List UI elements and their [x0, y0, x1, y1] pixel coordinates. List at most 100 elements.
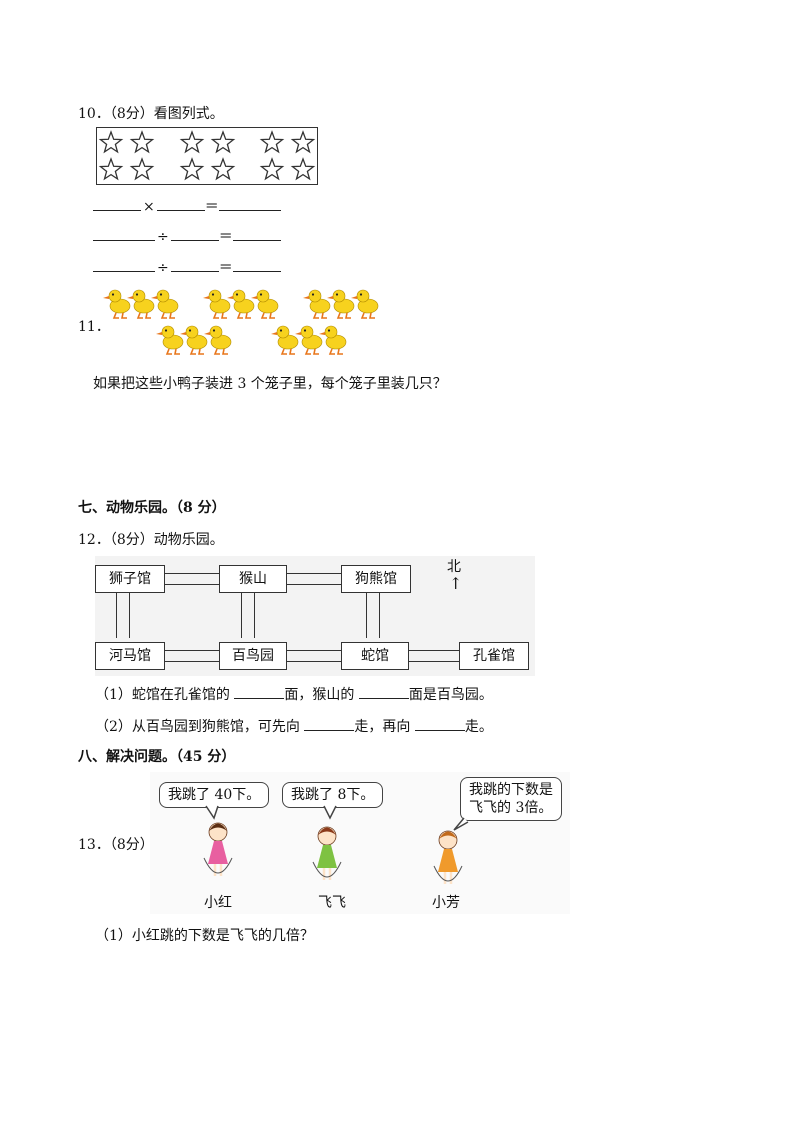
equals-sign: ＝ — [218, 260, 233, 276]
star-icon — [179, 130, 205, 154]
equation-2: ÷＝ — [93, 226, 281, 246]
road — [116, 593, 130, 638]
equation-3: ÷＝ — [93, 257, 281, 277]
q12-sub1: （1）蛇馆在孔雀馆的 面，猴山的 面是百鸟园。 — [95, 684, 493, 704]
road — [285, 573, 341, 585]
duck-icon — [180, 325, 208, 355]
bubble-line: 飞飞的 3倍。 — [469, 800, 553, 816]
road — [163, 650, 219, 662]
star-icons — [98, 130, 316, 181]
road — [241, 593, 255, 638]
bubble-tail-icon — [453, 817, 469, 831]
name-xiaofang: 小芳 — [432, 895, 460, 911]
bubble-tail-icon — [205, 805, 219, 820]
answer-blank[interactable] — [93, 196, 141, 211]
section-8-heading: 八、解决问题。（45 分） — [78, 749, 236, 765]
q13-sub1: （1）小红跳的下数是飞飞的几倍？ — [95, 928, 314, 944]
bubble-line: 我跳的下数是 — [469, 782, 553, 798]
answer-blank[interactable] — [234, 684, 285, 699]
place-monkey: 猴山 — [219, 565, 287, 593]
star-grid — [96, 127, 318, 185]
name-xiaohong: 小红 — [204, 895, 232, 911]
name-feifei: 飞飞 — [318, 895, 346, 911]
q12-sub1-text: （1）蛇馆在孔雀馆的 — [95, 687, 230, 703]
duck-icon — [204, 325, 232, 355]
duck-icon — [203, 289, 231, 319]
answer-blank[interactable] — [170, 257, 219, 272]
star-icon — [129, 157, 155, 181]
q12-sub1-text: 面，猴山的 — [284, 687, 355, 703]
q12-sub2: （2）从百鸟园到狗熊馆，可先向 走，再向 走。 — [95, 716, 493, 736]
equation-1: ×＝ — [93, 196, 281, 216]
duck-icon — [103, 289, 131, 319]
girl-jumping-rope-icon — [312, 826, 342, 880]
answer-blank[interactable] — [170, 226, 219, 241]
star-icon — [210, 130, 236, 154]
answer-blank[interactable] — [156, 196, 205, 211]
duck-icon — [319, 325, 347, 355]
place-hippo: 河马馆 — [95, 642, 165, 670]
place-peacock: 孔雀馆 — [459, 642, 529, 670]
q12-heading: 12．（8分）动物乐园。 — [78, 532, 224, 548]
section-7-heading: 七、动物乐园。（8 分） — [78, 500, 226, 516]
duck-icon — [271, 325, 299, 355]
q11-number: 11． — [78, 319, 110, 335]
duck-icon — [151, 289, 179, 319]
q12-sub2-text: （2）从百鸟园到狗熊馆，可先向 — [95, 719, 300, 735]
answer-blank[interactable] — [93, 226, 155, 241]
place-snake: 蛇馆 — [341, 642, 409, 670]
star-icon — [179, 157, 205, 181]
place-bird: 百鸟园 — [219, 642, 287, 670]
star-icon — [98, 130, 124, 154]
duck-illustration — [103, 289, 379, 355]
divide-sign: ÷ — [157, 229, 169, 245]
girl-skipping-icon — [433, 830, 463, 884]
road — [163, 573, 219, 585]
duck-icon — [351, 289, 379, 319]
q12-sub2-text: 走。 — [464, 719, 493, 735]
answer-blank[interactable] — [414, 716, 465, 731]
girl-jumping-icon — [203, 822, 233, 876]
bubble-tail-icon — [323, 805, 337, 820]
star-icon — [210, 157, 236, 181]
q11-question: 如果把这些小鸭子装进 3 个笼子里，每个笼子里装几只？ — [93, 376, 447, 392]
q10-heading: 10．（8分）看图列式。 — [78, 106, 224, 122]
q13-number: 13．（8分） — [78, 837, 154, 853]
place-panda: 狗熊馆 — [341, 565, 411, 593]
equals-sign: ＝ — [204, 199, 219, 215]
speech-bubble-xiaohong: 我跳了 40下。 — [159, 782, 270, 808]
road — [285, 650, 341, 662]
north-arrow-icon: ↑ — [449, 574, 463, 593]
duck-icon — [303, 289, 331, 319]
zoo-map: 狮子馆 猴山 狗熊馆 河马馆 百鸟园 蛇馆 孔雀馆 — [95, 556, 535, 676]
answer-blank[interactable] — [218, 196, 281, 211]
place-lion: 狮子馆 — [95, 565, 165, 593]
answer-blank[interactable] — [93, 257, 155, 272]
star-icon — [129, 130, 155, 154]
star-icon — [259, 157, 285, 181]
duck-icon — [327, 289, 355, 319]
duck-icon — [295, 325, 323, 355]
multiply-sign: × — [143, 199, 155, 215]
answer-blank[interactable] — [232, 226, 281, 241]
speech-bubble-feifei: 我跳了 8下。 — [282, 782, 384, 808]
answer-blank[interactable] — [304, 716, 355, 731]
answer-blank[interactable] — [358, 684, 409, 699]
divide-sign: ÷ — [157, 260, 169, 276]
equals-sign: ＝ — [218, 229, 233, 245]
duck-icon — [156, 325, 184, 355]
north-label: 北 — [447, 559, 461, 575]
road — [407, 650, 459, 662]
star-icon — [259, 130, 285, 154]
q12-sub1-text: 面是百鸟园。 — [408, 687, 493, 703]
road — [366, 593, 380, 638]
q12-sub2-text: 走，再向 — [354, 719, 411, 735]
duck-icon — [251, 289, 279, 319]
duck-icon — [227, 289, 255, 319]
star-icon — [290, 130, 316, 154]
duck-icon — [127, 289, 155, 319]
star-icon — [290, 157, 316, 181]
answer-blank[interactable] — [232, 257, 281, 272]
star-icon — [98, 157, 124, 181]
speech-bubble-xiaofang: 我跳的下数是 飞飞的 3倍。 — [460, 777, 562, 821]
